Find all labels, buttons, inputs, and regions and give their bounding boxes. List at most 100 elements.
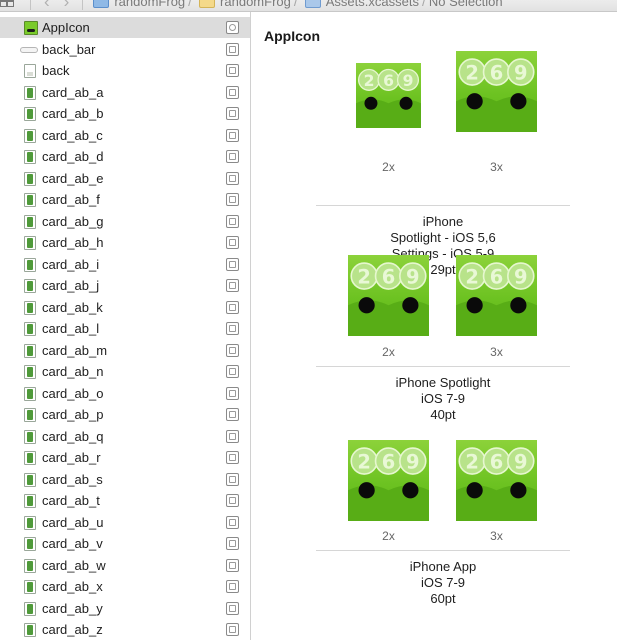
asset-name: card_ab_o <box>42 385 104 401</box>
asset-type-icon <box>226 171 239 185</box>
asset-list-item[interactable]: card_ab_e <box>0 168 250 189</box>
scale-label: 3x <box>490 529 503 543</box>
svg-text:2: 2 <box>465 450 479 473</box>
svg-text:2: 2 <box>357 265 371 288</box>
asset-list-item[interactable]: card_ab_j <box>0 275 250 296</box>
divider <box>316 550 570 551</box>
asset-type-icon <box>226 343 239 357</box>
asset-type-icon <box>226 300 239 314</box>
asset-type-icon <box>226 107 239 120</box>
asset-name: card_ab_p <box>42 407 104 422</box>
asset-type-icon <box>226 85 239 99</box>
asset-list-item[interactable]: back <box>0 60 250 81</box>
asset-name: card_ab_j <box>42 278 100 293</box>
asset-list-item[interactable]: card_ab_u <box>0 512 250 533</box>
asset-thumbnail-icon <box>24 623 36 637</box>
asset-thumbnail-icon <box>24 193 36 207</box>
asset-list-item[interactable]: AppIcon <box>0 17 250 38</box>
asset-name: back <box>42 63 70 78</box>
jump-bar: ‹ › randomFrog / randomFrog / Assets.xca… <box>0 0 617 12</box>
asset-thumbnail-icon <box>24 257 36 272</box>
breadcrumb-selection[interactable]: No Selection <box>428 0 503 9</box>
asset-type-icon <box>226 193 239 206</box>
asset-list-item[interactable]: card_ab_y <box>0 598 250 619</box>
asset-name: card_ab_m <box>42 342 108 358</box>
asset-list-item[interactable]: card_ab_r <box>0 447 250 468</box>
svg-text:6: 6 <box>383 72 394 90</box>
asset-list-item[interactable]: card_ab_w <box>0 555 250 576</box>
asset-list-item[interactable]: card_ab_q <box>0 426 250 447</box>
scale-label: 2x <box>382 160 395 174</box>
asset-thumbnail-icon <box>24 150 36 164</box>
caption-line: iOS 7-9 <box>420 575 466 590</box>
asset-thumbnail-icon <box>24 279 36 293</box>
breadcrumb-folder[interactable]: randomFrog <box>220 0 291 9</box>
asset-list-item[interactable]: card_ab_t <box>0 490 250 511</box>
asset-list-item[interactable]: card_ab_k <box>0 297 250 318</box>
asset-list-item[interactable]: card_ab_m <box>0 340 250 361</box>
asset-list-item[interactable]: card_ab_i <box>0 254 250 275</box>
asset-list-item[interactable]: card_ab_o <box>0 383 250 404</box>
asset-list-item[interactable]: card_ab_b <box>0 103 250 124</box>
asset-list-item[interactable]: card_ab_c <box>0 125 250 146</box>
asset-name: back_bar <box>42 41 96 57</box>
svg-text:6: 6 <box>490 61 504 84</box>
project-icon <box>93 0 110 8</box>
asset-list-item[interactable]: card_ab_z <box>0 619 250 640</box>
svg-text:9: 9 <box>514 61 528 84</box>
asset-thumbnail-icon <box>24 558 36 573</box>
asset-name: card_ab_l <box>42 321 100 336</box>
asset-name: card_ab_v <box>42 536 103 551</box>
asset-type-icon <box>226 408 239 421</box>
asset-list-item[interactable]: card_ab_x <box>0 576 250 597</box>
back-arrow-icon[interactable]: ‹ <box>44 0 50 11</box>
asset-thumbnail-icon <box>24 300 36 315</box>
asset-list-item[interactable]: card_ab_f <box>0 189 250 210</box>
folder-icon <box>199 0 216 8</box>
asset-list-item[interactable]: card_ab_d <box>0 146 250 167</box>
asset-list-item[interactable]: card_ab_l <box>0 318 250 339</box>
asset-name: card_ab_g <box>42 213 104 229</box>
svg-text:6: 6 <box>382 450 396 473</box>
caption-line: iPhone Spotlight <box>395 375 491 390</box>
svg-text:2: 2 <box>364 72 375 90</box>
asset-name: card_ab_f <box>42 192 100 207</box>
asset-thumbnail-icon <box>24 21 38 35</box>
asset-list-item[interactable]: card_ab_s <box>0 469 250 490</box>
asset-type-icon <box>226 21 239 34</box>
asset-thumbnail-icon <box>24 236 36 250</box>
asset-list-item[interactable]: back_bar <box>0 39 250 60</box>
asset-list-item[interactable]: card_ab_g <box>0 211 250 232</box>
asset-thumbnail-icon <box>24 451 36 465</box>
asset-thumbnail-icon <box>24 515 36 530</box>
asset-thumbnail-icon <box>20 46 38 53</box>
forward-arrow-icon[interactable]: › <box>63 0 70 11</box>
asset-name: card_ab_d <box>42 149 104 164</box>
breadcrumb-assets[interactable]: Assets.xcassets <box>325 0 419 9</box>
breadcrumb-project[interactable]: randomFrog <box>114 0 186 9</box>
svg-text:6: 6 <box>490 450 504 473</box>
scale-label: 2x <box>382 529 395 543</box>
asset-type-icon <box>226 150 239 163</box>
asset-list-item[interactable]: card_ab_h <box>0 232 250 253</box>
page-title: AppIcon <box>264 28 320 44</box>
asset-list-item[interactable]: card_ab_v <box>0 533 250 554</box>
asset-list-item[interactable]: card_ab_a <box>0 82 250 103</box>
asset-thumbnail-icon <box>24 365 36 379</box>
asset-list-item[interactable]: card_ab_p <box>0 404 250 425</box>
asset-list-item[interactable]: card_ab_n <box>0 361 250 382</box>
svg-text:2: 2 <box>465 265 479 288</box>
related-items-icon[interactable] <box>0 0 14 7</box>
